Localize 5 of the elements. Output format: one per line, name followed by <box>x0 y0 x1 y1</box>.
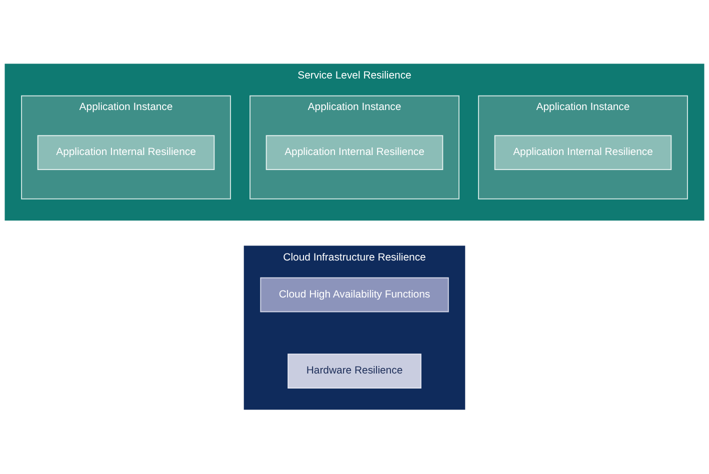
node-box: Application Internal Resilience <box>37 135 215 170</box>
node-box: Cloud High Availability Functions <box>260 278 449 312</box>
node-box: Application Internal Resilience <box>266 135 444 170</box>
node-box: Application Internal Resilience <box>494 135 672 170</box>
node-box: Hardware Resilience <box>288 354 422 389</box>
